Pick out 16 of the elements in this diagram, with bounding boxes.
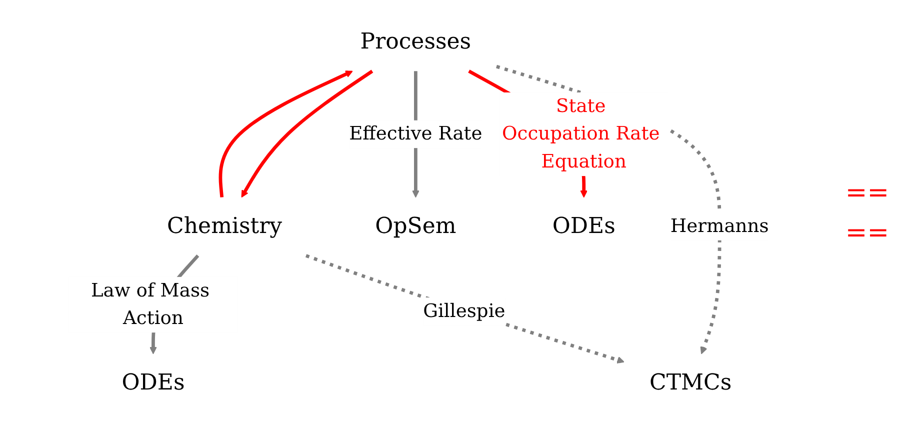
arrow	[241, 70, 374, 198]
arrow	[305, 254, 624, 364]
edge-label: Hermanns	[670, 216, 769, 238]
edge-label: State Occupation Rate Equation	[502, 96, 660, 173]
edge-label: Law of Mass Action	[90, 280, 210, 330]
node-text: Chemistry	[167, 213, 282, 239]
node-text: ODEs	[122, 370, 185, 396]
node-text: ODEs	[552, 213, 616, 239]
node-text: CTMCs	[650, 370, 732, 396]
arrow	[218, 70, 353, 198]
equivalence-sign: ==	[845, 178, 889, 208]
equivalence-sign: ==	[845, 218, 889, 248]
edge-label: Gillespie	[423, 300, 506, 322]
edge-label: Effective Rate	[349, 124, 482, 145]
node-text: Processes	[360, 28, 472, 54]
node-text: OpSem	[375, 213, 456, 239]
